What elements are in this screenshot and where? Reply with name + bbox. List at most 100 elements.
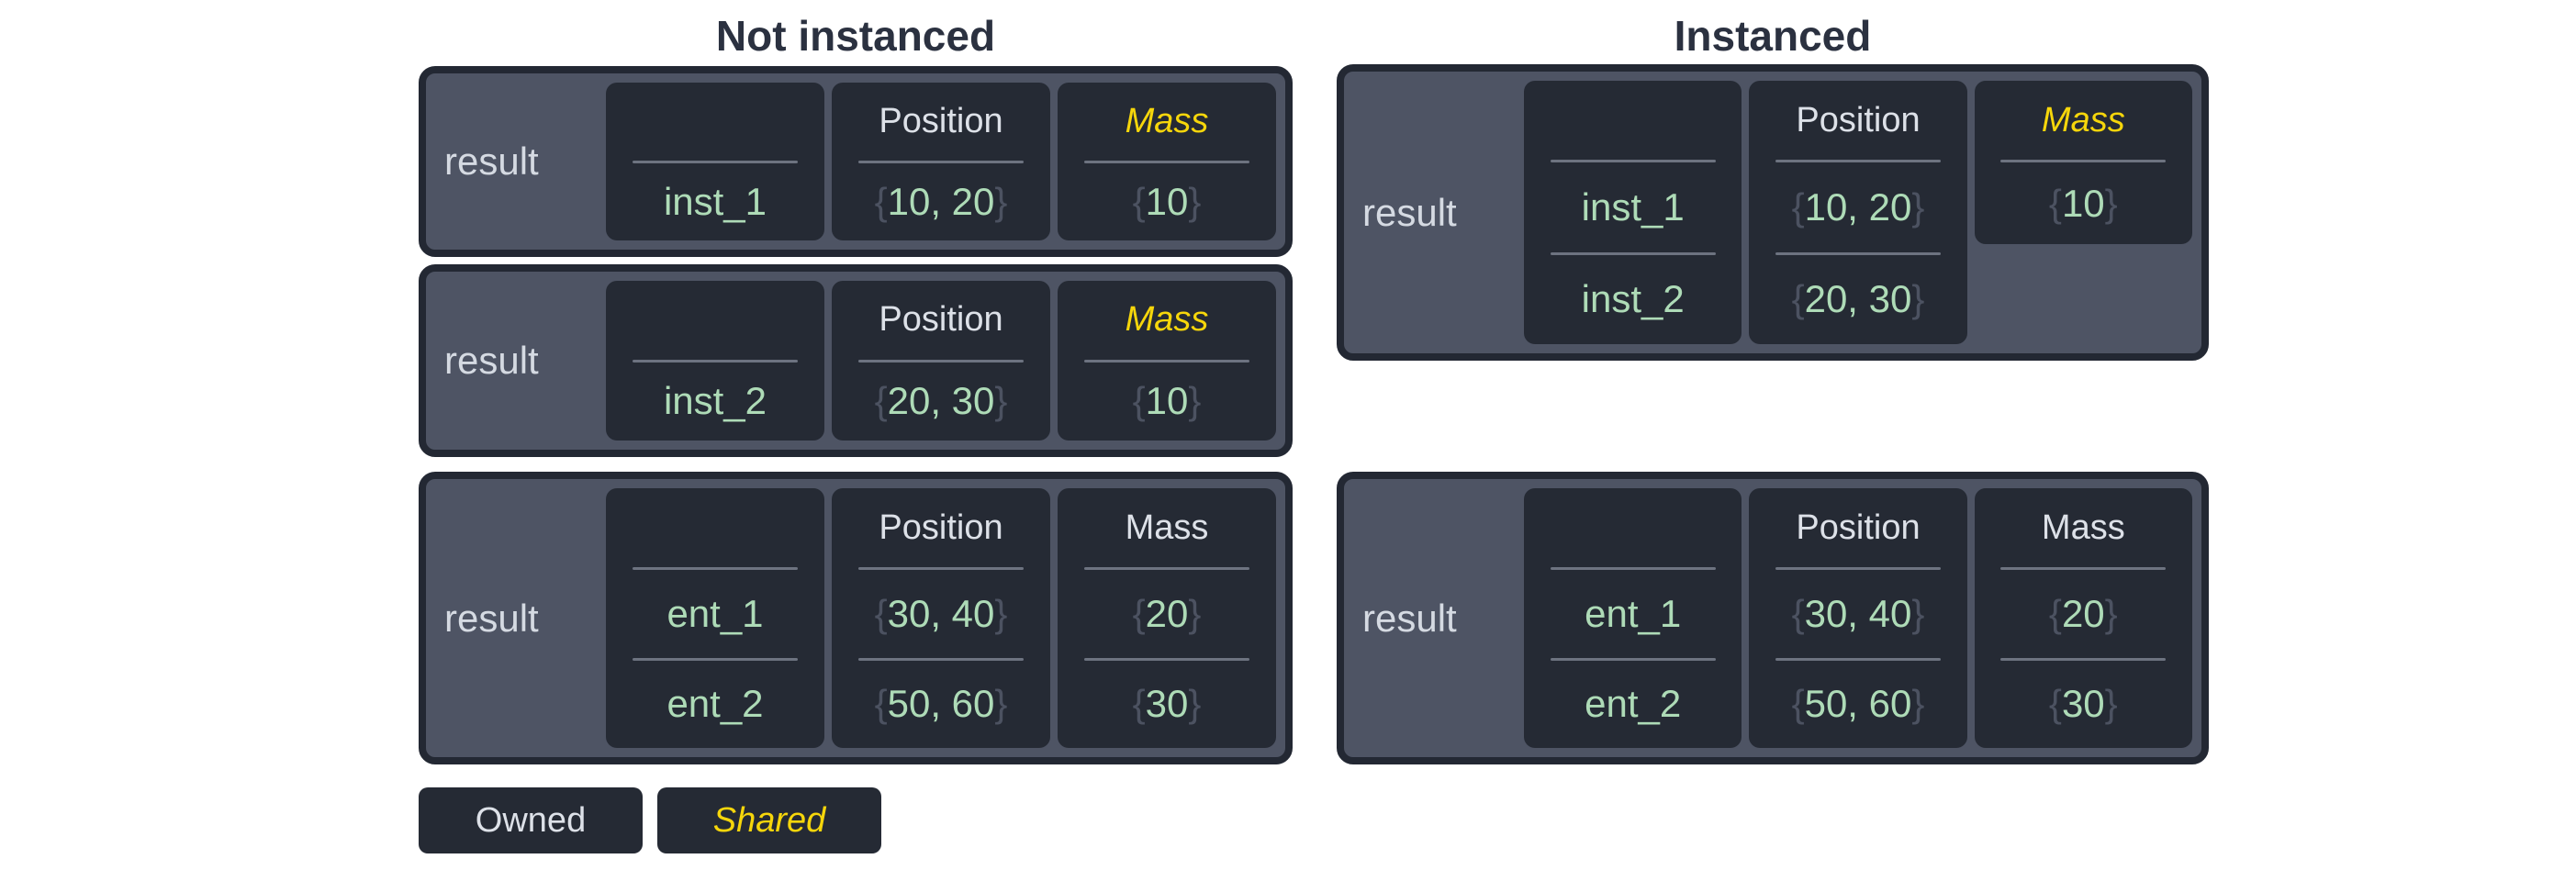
mass-header: Mass — [2041, 508, 2125, 547]
brace-open: { — [1132, 682, 1146, 726]
cell-value: ent_1 — [1529, 570, 1736, 658]
position-cell: Position {10, 20} {20, 30} — [1749, 81, 1967, 345]
cell-divider — [2000, 567, 2167, 570]
position-value: 10, 20 — [1804, 184, 1912, 229]
legend-chip-shared: Shared — [657, 787, 881, 853]
cell-value: {10, 20} — [837, 163, 1045, 241]
entity-cell: ent_1 ent_2 — [1524, 488, 1742, 748]
mass-value: 10 — [1145, 379, 1189, 423]
result-label: result — [1362, 190, 1457, 234]
result-label: result — [1362, 596, 1457, 640]
brace-close: } — [1911, 591, 1925, 635]
cell-value: {20} — [1063, 570, 1271, 658]
entity-name: inst_1 — [663, 179, 767, 223]
brace-open: { — [2048, 181, 2062, 225]
brace-close: } — [1188, 682, 1202, 726]
position-cell: Position {30, 40} {50, 60} — [832, 488, 1050, 748]
brace-open: { — [874, 179, 888, 223]
cell-value: {20, 30} — [1754, 255, 1961, 345]
mass-value: 30 — [1145, 682, 1189, 726]
cell-value: inst_1 — [611, 163, 819, 241]
brace-close: } — [2104, 181, 2118, 225]
entity-name: inst_2 — [663, 379, 767, 423]
instanced-column: Instanced result inst_1 inst_2 Position … — [1337, 0, 2209, 764]
position-value: 30, 40 — [887, 591, 995, 635]
position-value: 20, 30 — [1804, 277, 1912, 321]
position-value: 50, 60 — [1804, 682, 1912, 726]
cell-divider — [1083, 160, 1250, 163]
position-header: Position — [879, 101, 1003, 140]
cell-divider — [1550, 567, 1716, 570]
cell-divider — [632, 160, 799, 163]
position-value: 30, 40 — [1804, 591, 1912, 635]
cell-value: {20} — [1980, 570, 2187, 658]
cell-divider — [1775, 160, 1942, 162]
mass-header-shared: Mass — [2041, 100, 2125, 139]
brace-open: { — [1791, 277, 1805, 321]
cell-divider — [1550, 657, 1716, 661]
result-label: result — [444, 139, 539, 183]
brace-open: { — [1132, 379, 1146, 423]
brace-open: { — [874, 591, 888, 635]
position-cell: Position {30, 40} {50, 60} — [1749, 488, 1967, 749]
cell-divider — [2000, 657, 2167, 661]
legend-chip-owned: Owned — [419, 787, 643, 853]
cell-divider — [1550, 160, 1716, 162]
cell-value: inst_2 — [611, 362, 819, 441]
position-cell: Position {20, 30} — [832, 281, 1050, 441]
brace-open: { — [874, 379, 888, 423]
position-header: Position — [1796, 100, 1921, 139]
cell-divider — [632, 359, 799, 362]
result-label: result — [444, 339, 539, 382]
mass-cell: Mass {10} — [1058, 83, 1276, 240]
mass-header-shared: Mass — [1125, 101, 1209, 140]
cell-divider — [1083, 359, 1250, 362]
not-instanced-column: Not instanced result inst_1 Position {10… — [419, 0, 1293, 853]
entity-cell: inst_1 inst_2 — [1524, 81, 1742, 344]
brace-close: } — [1911, 184, 1925, 229]
brace-close: } — [2104, 591, 2118, 635]
result-box-entities: result ent_1 ent_2 Position {30, 40} {50… — [1337, 472, 2209, 764]
brace-open: { — [874, 682, 888, 726]
result-label: result — [444, 596, 539, 640]
mass-cell-shared-single: Mass {10} — [1974, 81, 2192, 244]
brace-close: } — [994, 379, 1008, 423]
cell-divider — [1775, 657, 1942, 661]
mass-value: 10 — [2061, 181, 2105, 225]
entity-name: inst_2 — [1581, 277, 1685, 321]
mass-value: 30 — [2061, 682, 2105, 726]
cell-divider — [1083, 657, 1250, 661]
cell-divider — [857, 657, 1025, 661]
brace-open: { — [1791, 682, 1805, 726]
cell-value: {10, 20} — [1754, 162, 1961, 252]
result-box-instances-merged: result inst_1 inst_2 Position {10, 20} {… — [1337, 64, 2209, 361]
cell-value: {50, 60} — [1754, 661, 1961, 749]
cell-value: {30, 40} — [837, 570, 1045, 658]
mass-header: Mass — [1125, 508, 1209, 547]
entity-cell: inst_2 — [606, 281, 824, 441]
legend: Owned Shared — [419, 787, 1293, 853]
position-header: Position — [879, 300, 1003, 340]
column-header-blank — [611, 83, 819, 161]
position-value: 20, 30 — [887, 379, 995, 423]
cell-divider — [632, 657, 799, 661]
position-cell: Position {10, 20} — [832, 83, 1050, 240]
mass-cell: Mass {20} {30} — [1974, 488, 2192, 748]
position-header: Position — [879, 508, 1003, 547]
brace-open: { — [1132, 591, 1146, 635]
position-value: 50, 60 — [887, 682, 995, 726]
entity-name: ent_2 — [1585, 682, 1682, 726]
cell-value: {50, 60} — [837, 661, 1045, 749]
entity-name: inst_1 — [1581, 184, 1685, 229]
cell-value: ent_2 — [1529, 661, 1736, 749]
column-header-blank — [611, 488, 819, 567]
cell-value: inst_1 — [1529, 162, 1736, 252]
mass-cell: Mass {10} — [1058, 281, 1276, 441]
brace-close: } — [1911, 277, 1925, 321]
position-header: Position — [1796, 508, 1921, 547]
brace-close: } — [994, 179, 1008, 223]
brace-open: { — [2048, 682, 2062, 726]
entity-name: ent_1 — [1585, 591, 1682, 635]
entity-name: ent_1 — [666, 591, 764, 635]
entity-cell: inst_1 — [606, 83, 824, 240]
